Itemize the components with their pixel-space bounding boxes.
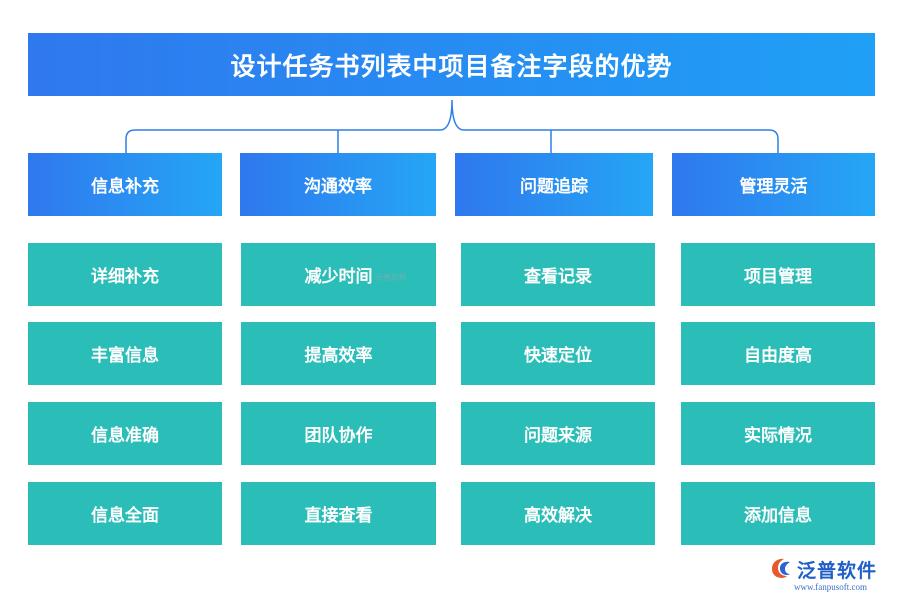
logo-url: www.fanpusoft.com bbox=[794, 582, 867, 592]
item-actual-situation: 实际情况 bbox=[681, 402, 875, 465]
item-add-info: 添加信息 bbox=[681, 482, 875, 545]
logo-name: 泛普软件 bbox=[797, 560, 878, 582]
item-view-records: 查看记录 bbox=[461, 243, 655, 306]
item-high-freedom: 自由度高 bbox=[681, 322, 875, 385]
category-flexible-mgmt: 管理灵活 bbox=[672, 153, 875, 216]
item-reduce-time: 减少时间 bbox=[241, 243, 436, 306]
watermark: 泛普软件 bbox=[375, 273, 407, 282]
item-issue-source: 问题来源 bbox=[461, 402, 655, 465]
item-project-mgmt: 项目管理 bbox=[681, 243, 875, 306]
category-issue-tracking: 问题追踪 bbox=[455, 153, 653, 216]
item-direct-view: 直接查看 bbox=[241, 482, 436, 545]
item-detailed-supplement: 详细补充 bbox=[28, 243, 222, 306]
item-improve-efficiency: 提高效率 bbox=[241, 322, 436, 385]
diagram-title: 设计任务书列表中项目备注字段的优势 bbox=[28, 33, 875, 96]
item-team-collab: 团队协作 bbox=[241, 402, 436, 465]
item-rich-info: 丰富信息 bbox=[28, 322, 222, 385]
item-efficient-solve: 高效解决 bbox=[461, 482, 655, 545]
item-accurate-info: 信息准确 bbox=[28, 402, 222, 465]
category-info-supplement: 信息补充 bbox=[28, 153, 222, 216]
item-complete-info: 信息全面 bbox=[28, 482, 222, 545]
item-quick-locate: 快速定位 bbox=[461, 322, 655, 385]
brand-logo: 泛普软件 www.fanpusoft.com bbox=[768, 555, 893, 595]
category-communication: 沟通效率 bbox=[240, 153, 436, 216]
fanpu-logo-icon bbox=[772, 558, 790, 578]
brace-connector bbox=[125, 99, 779, 153]
